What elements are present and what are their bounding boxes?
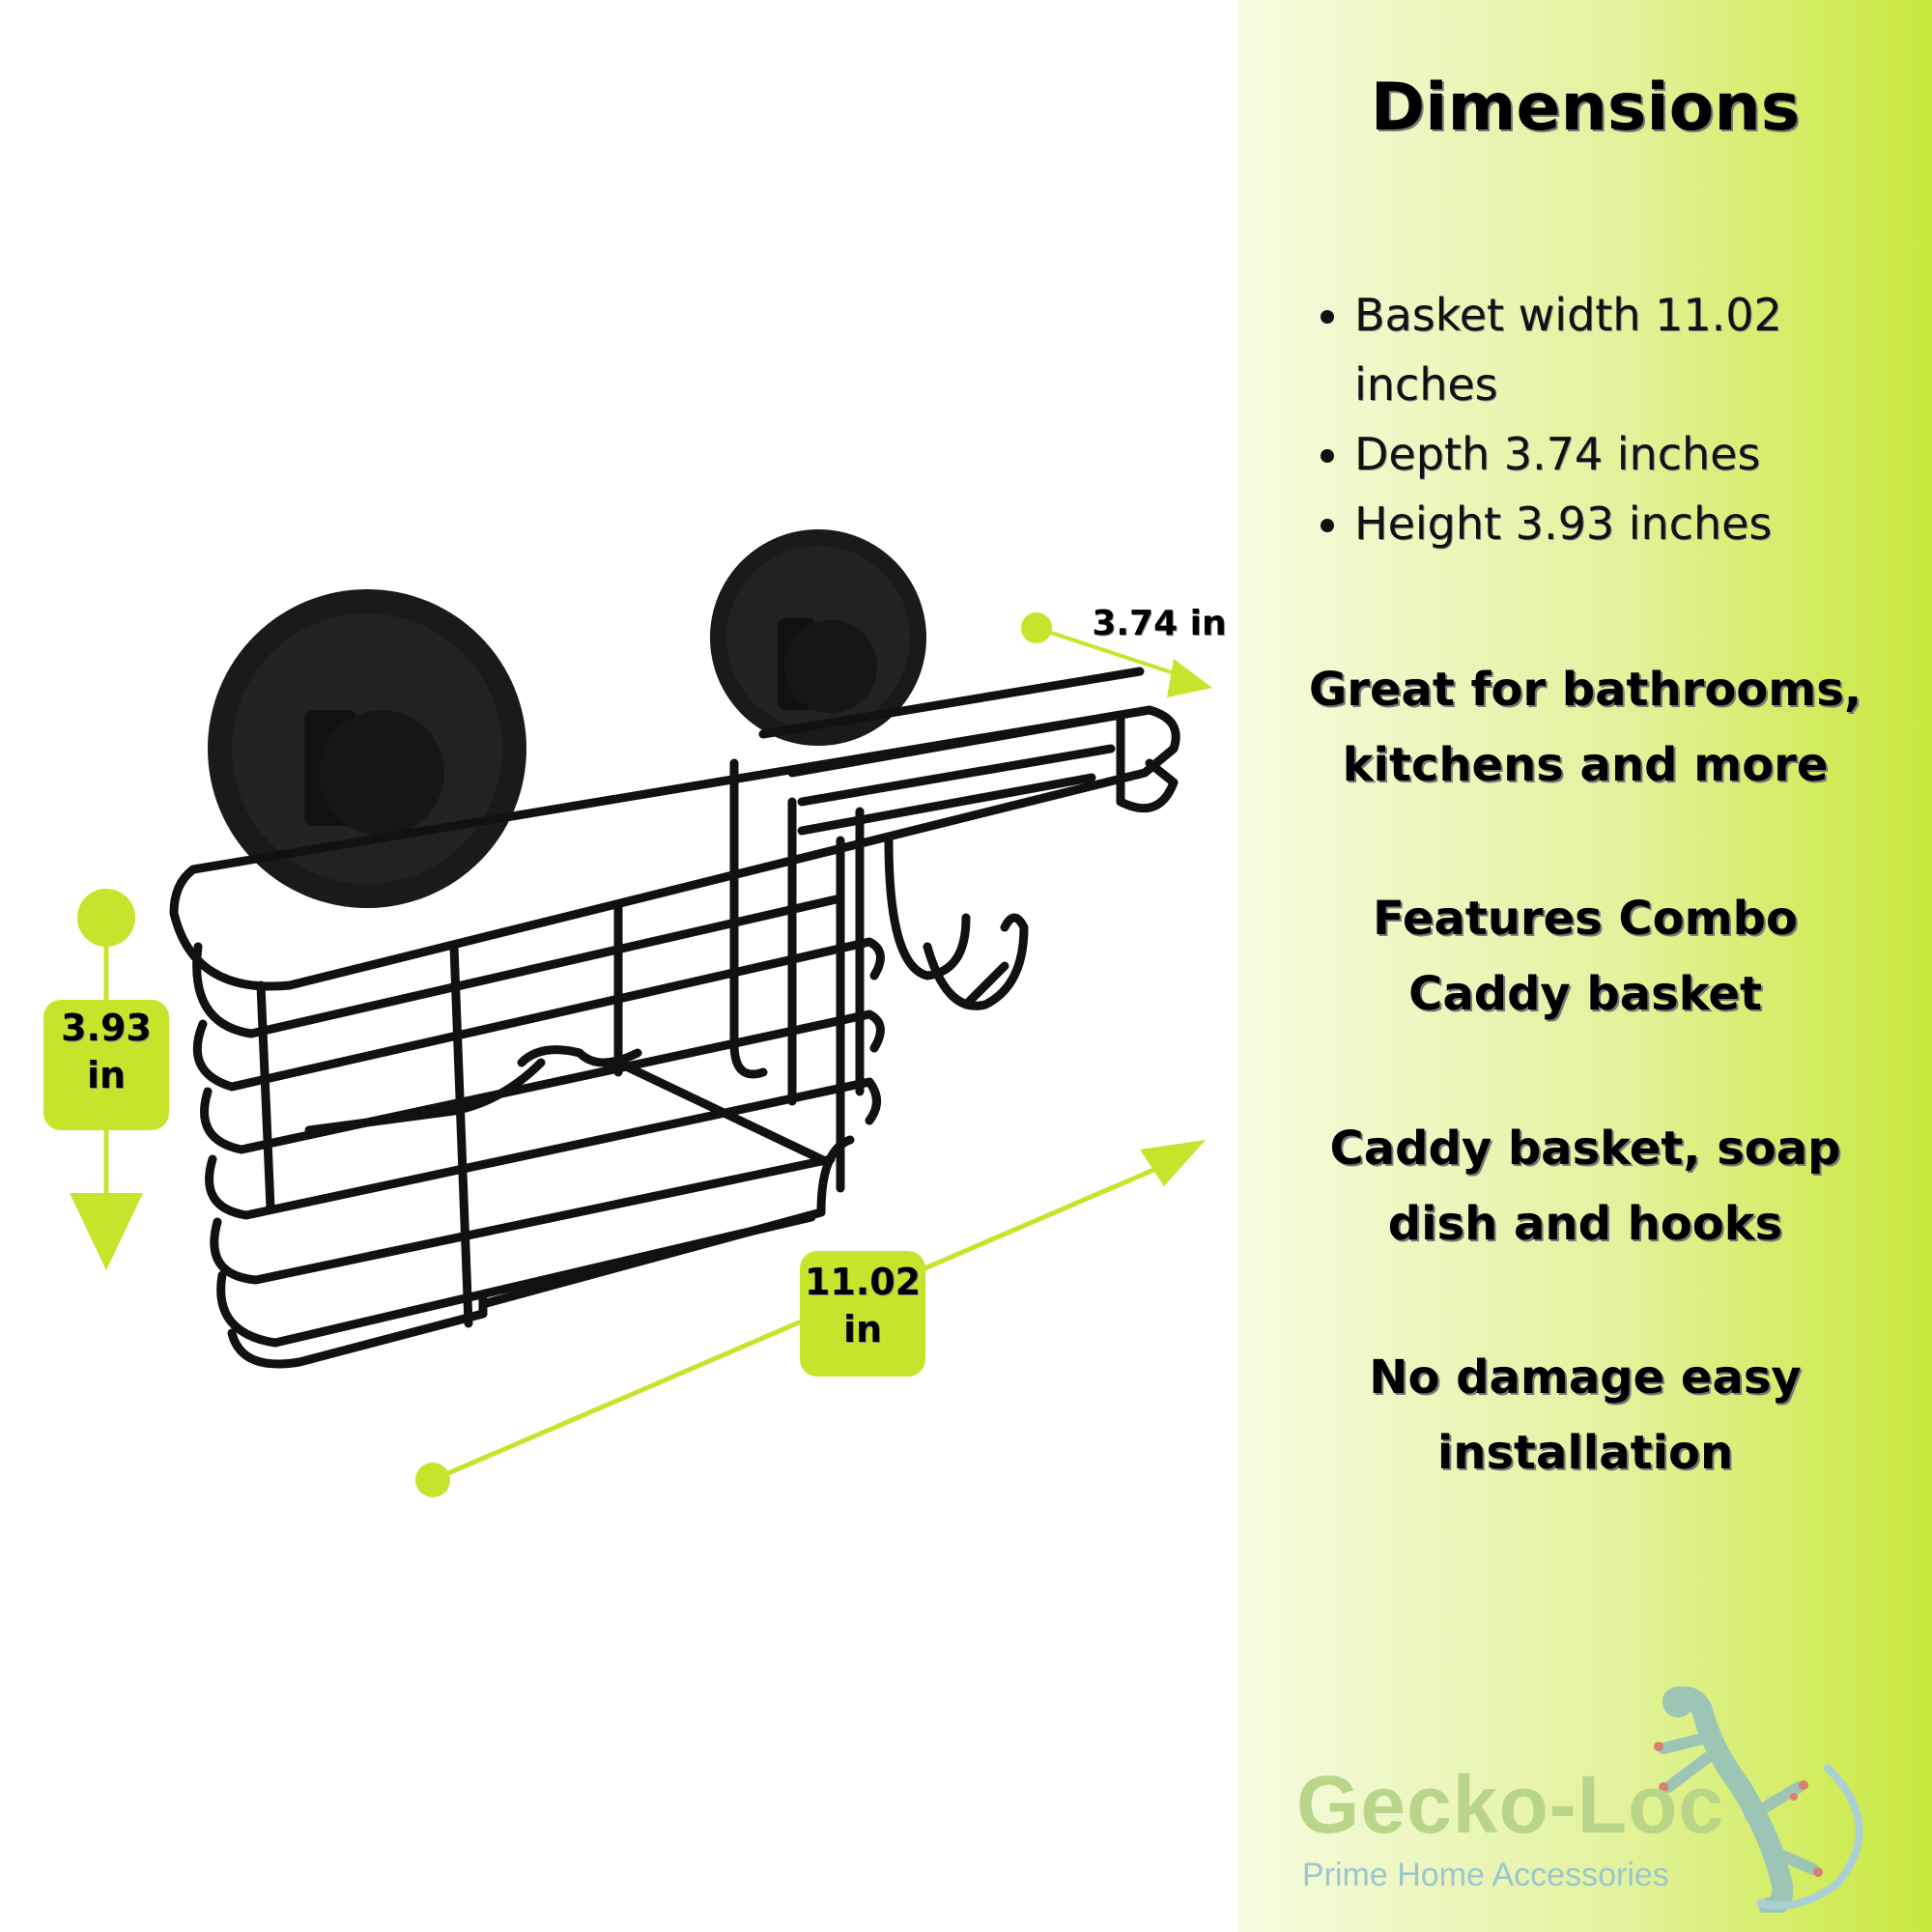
height-arrow [43, 889, 169, 1270]
width-label: 11.02 in [804, 1261, 922, 1351]
suction-cup-right [710, 529, 926, 746]
info-panel: Dimensions Basket width 11.02 inches Dep… [1238, 0, 1932, 1932]
depth-label: 3.74 in [1092, 604, 1227, 643]
brand-name: Gecko-Loc [1296, 1759, 1725, 1850]
brand-tagline: Prime Home Accessories [1302, 1857, 1669, 1893]
shower-caddy-illustration [43, 529, 1212, 1497]
page-title: Dimensions [1370, 70, 1801, 146]
feature-installation: No damage easy installation [1369, 1350, 1802, 1480]
spec-item-height: Height 3.93 inches [1354, 489, 1932, 558]
height-label: 3.93 in [61, 1007, 152, 1097]
depth-arrow [1021, 612, 1212, 697]
width-arrow [415, 1140, 1206, 1497]
spec-list: Basket width 11.02 inches Depth 3.74 inc… [1306, 280, 1932, 558]
feature-combo-caddy: Features Combo Caddy basket [1373, 892, 1798, 1021]
gecko-icon [1654, 1686, 1863, 1913]
spec-item-width: Basket width 11.02 inches [1354, 280, 1932, 419]
feature-use-areas: Great for bathrooms, kitchens and more [1308, 663, 1862, 792]
brand-logo: Gecko-Loc Prime Home Accessories [1296, 1681, 1895, 1913]
feature-components: Caddy basket, soap dish and hooks [1329, 1122, 1841, 1251]
wire-basket [169, 667, 1180, 1369]
product-panel: 3.93 in 11.02 in 3.74 in [43, 529, 1227, 1497]
spec-item-depth: Depth 3.74 inches [1354, 419, 1932, 489]
